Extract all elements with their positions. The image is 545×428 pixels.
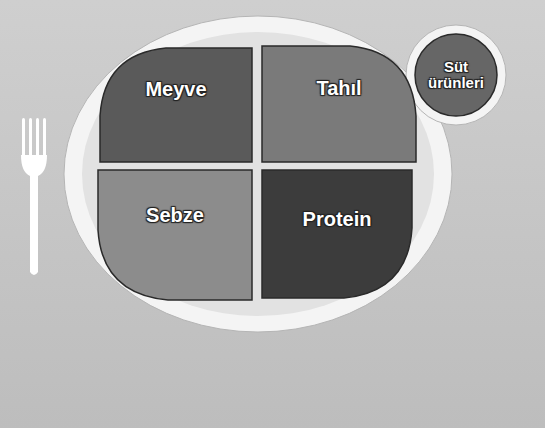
- section-shape: [262, 44, 416, 162]
- plate-well: [82, 32, 434, 316]
- plate-rim: [64, 16, 452, 332]
- protein-section: Protein: [262, 170, 412, 298]
- fruit-section: Meyve: [100, 46, 252, 162]
- section-shape: [98, 170, 252, 300]
- section-shape: [262, 170, 412, 298]
- fork-icon: [21, 118, 47, 275]
- section-label: Meyve: [145, 79, 206, 100]
- vegetable-section: Sebze: [98, 170, 252, 300]
- section-label: Süt ürünleri: [419, 59, 493, 91]
- section-label: Protein: [303, 209, 372, 230]
- dairy-circle: Süt ürünleri: [414, 33, 498, 117]
- section-shape: [100, 46, 252, 162]
- grain-section: Tahıl: [262, 44, 416, 162]
- section-label: Sebze: [146, 205, 204, 226]
- section-label: Tahıl: [316, 78, 361, 99]
- cup-rim: [406, 25, 506, 125]
